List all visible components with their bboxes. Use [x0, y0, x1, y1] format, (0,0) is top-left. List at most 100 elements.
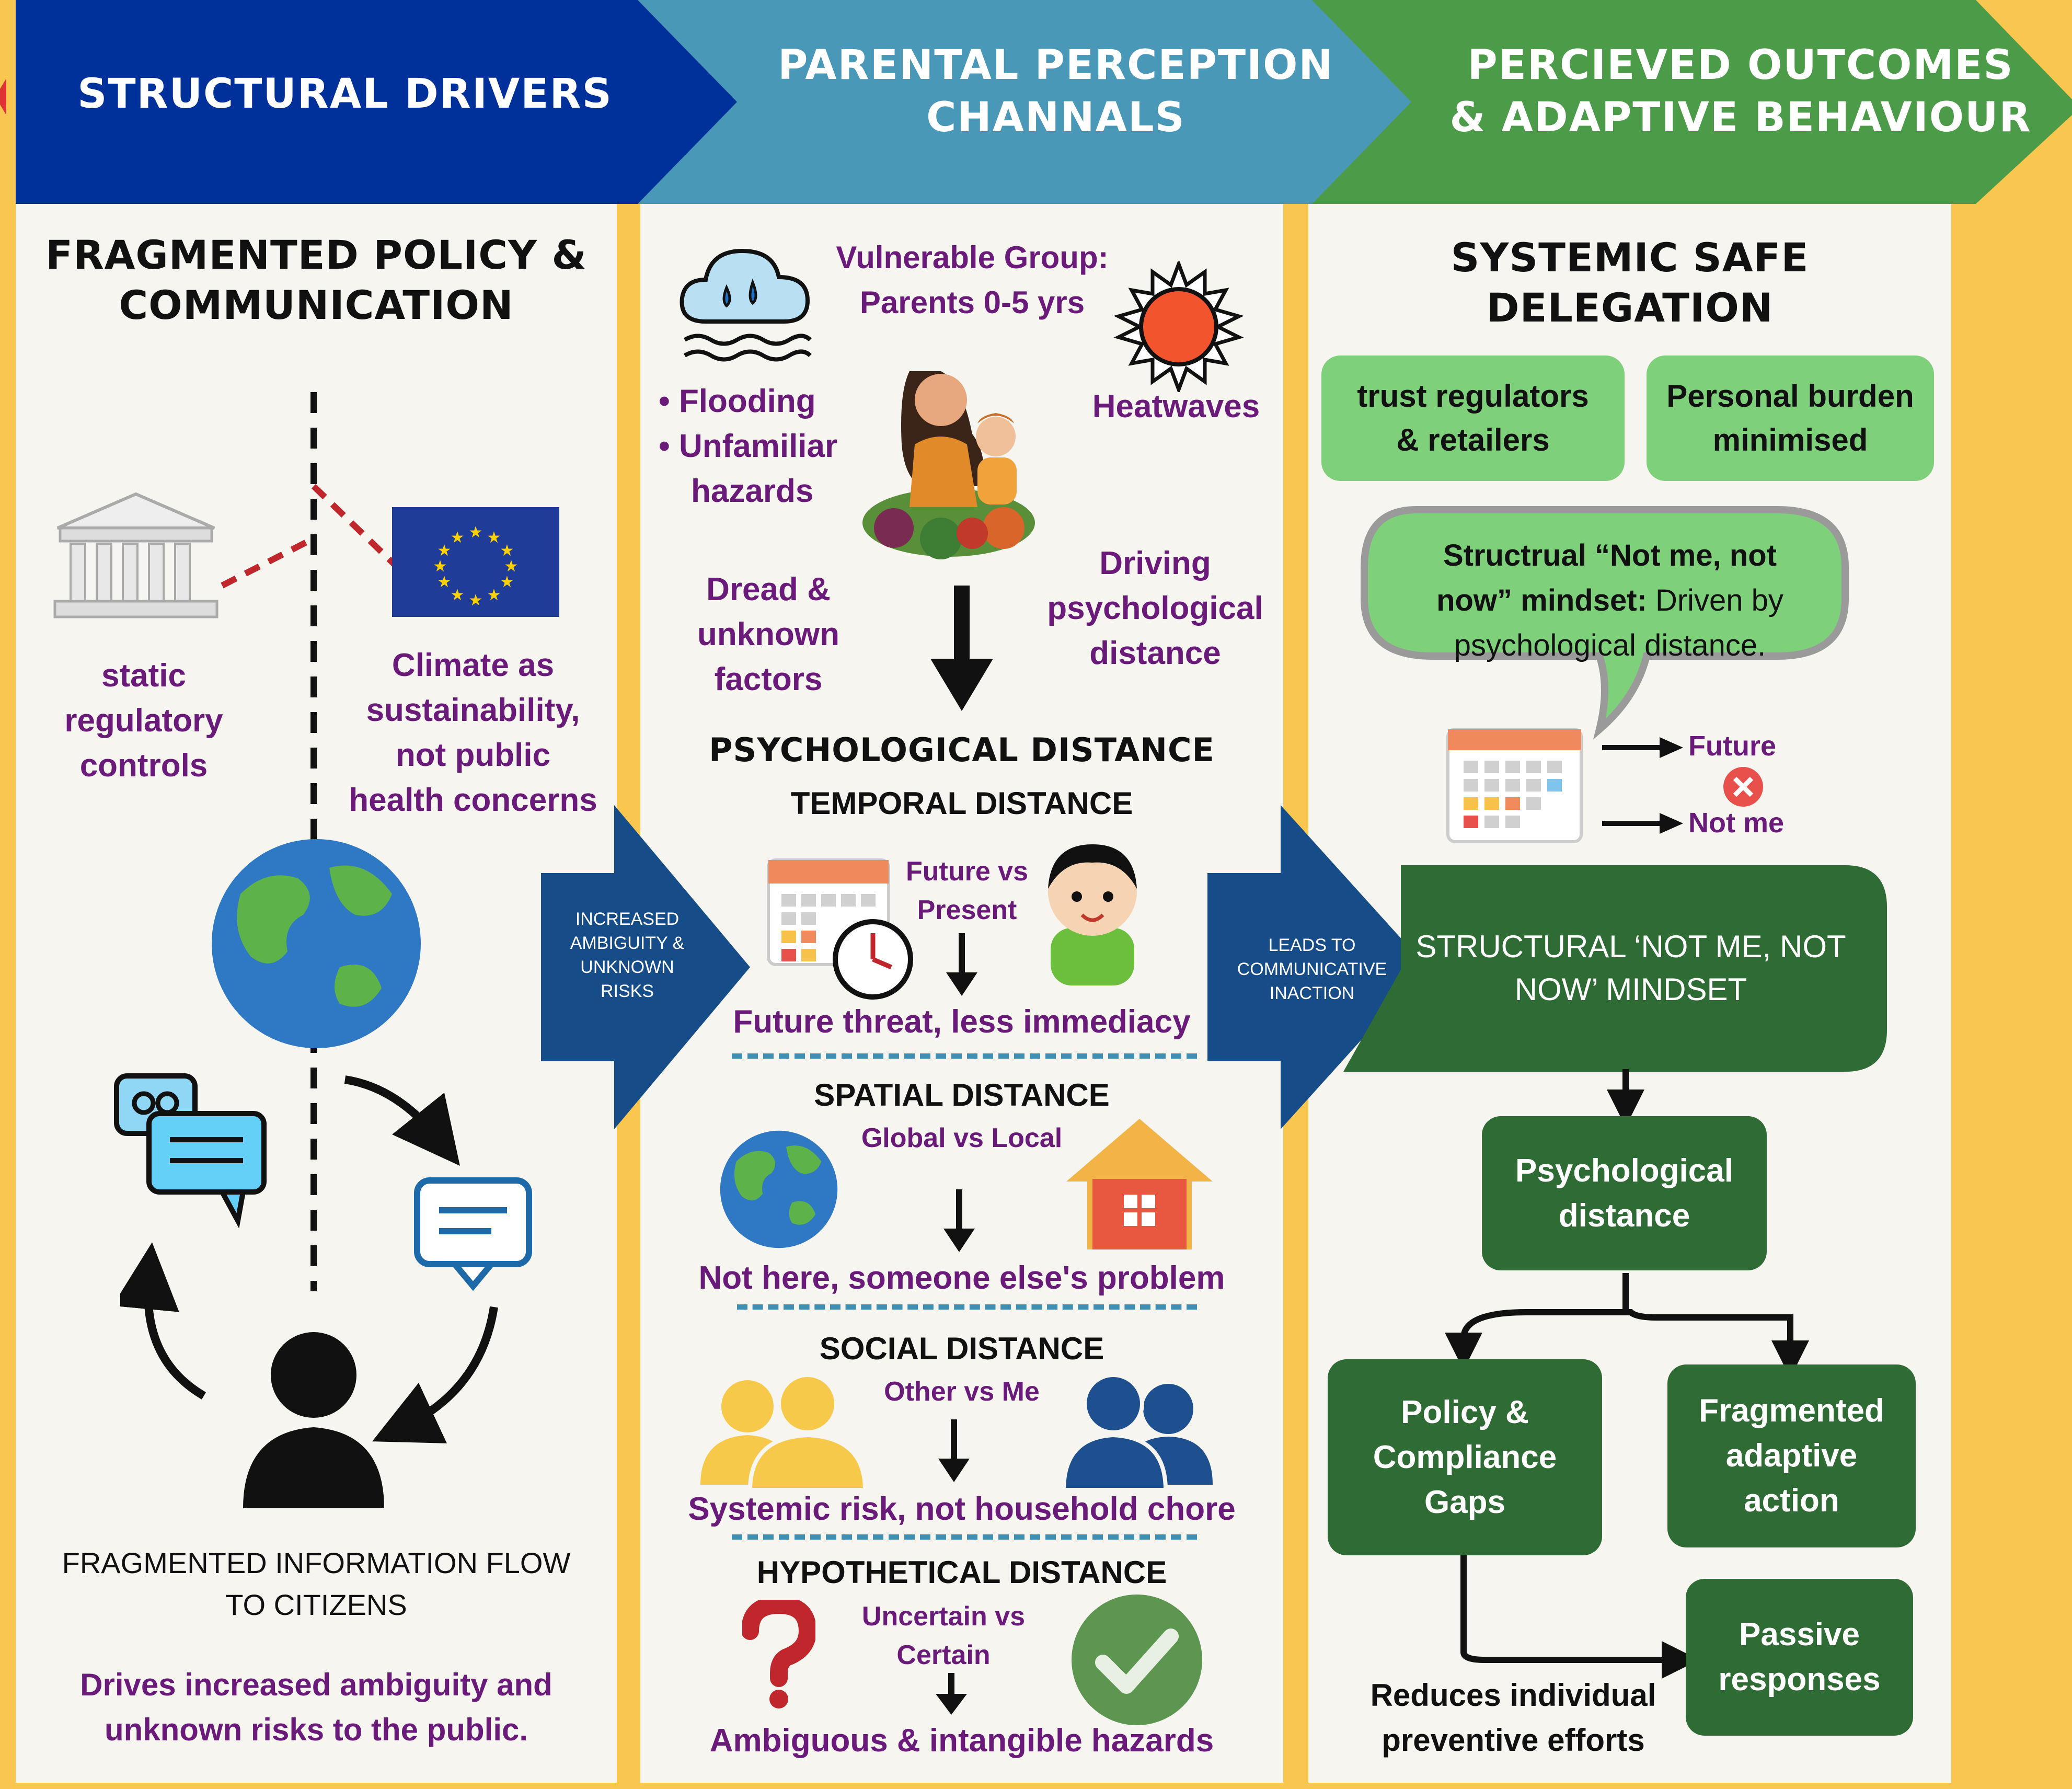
global-vs-local-label: Global vs Local: [861, 1123, 1063, 1153]
fragmented-information-flow-label: FRAGMENTED INFORMATION FLOW TO CITIZENS: [21, 1542, 612, 1626]
spatial-result: Not here, someone else's problem: [698, 1260, 1225, 1296]
psychological-distance-title: PSYCHOLOGICAL DISTANCE: [709, 731, 1215, 769]
svg-text:★: ★: [487, 586, 501, 604]
policy-line2: Compliance: [1373, 1439, 1557, 1475]
arrow2-line2: COMMUNICATIVE: [1237, 959, 1387, 979]
header-col2-line1: PARENTAL PERCEPTION: [778, 42, 1334, 89]
down-arrow-icon: [930, 586, 993, 711]
svg-text:★: ★: [451, 529, 465, 547]
dread-line3: factors: [714, 661, 823, 697]
bullet-unfamiliar: • Unfamiliar: [659, 428, 838, 464]
social-down-arrow-icon: [938, 1419, 970, 1482]
vulnerable-line1: Vulnerable Group:: [836, 240, 1109, 275]
col1-footer: Drives increased ambiguity and unknown r…: [21, 1662, 612, 1752]
bullet-hazards: hazards: [691, 473, 814, 509]
climate-line1: Climate as: [392, 647, 555, 683]
heatwaves-label: Heatwaves: [1092, 388, 1260, 425]
personal-burden-box: Personal burden minimised: [1647, 355, 1934, 481]
mindset-line1: STRUCTURAL ‘NOT ME, NOT: [1415, 929, 1846, 964]
svg-text:★: ★: [438, 573, 452, 591]
svg-text:★: ★: [433, 557, 447, 576]
x-circle-icon: [1723, 767, 1763, 807]
eu-flag-icon: ★★★ ★★★ ★★★ ★★★: [392, 507, 559, 617]
psych-box-line2: distance: [1558, 1197, 1690, 1234]
climate-line4: health concerns: [349, 782, 597, 818]
arrow1-line1: INCREASED: [575, 909, 680, 929]
col1-divider-lines: [221, 392, 397, 1291]
hypothetical-vs-line2: Certain: [896, 1640, 991, 1670]
trust-line2: & retailers: [1396, 422, 1550, 457]
static-line2: regulatory: [64, 703, 223, 739]
transition-arrow-2: [1207, 805, 1427, 1129]
footer-line1: Drives increased ambiguity and: [80, 1667, 552, 1702]
arrow1-line4: RISKS: [600, 981, 654, 1001]
static-line3: controls: [79, 748, 208, 784]
speech-bubble-shape: [1361, 506, 1849, 740]
dread-line1: Dread &: [706, 571, 831, 607]
svg-text:★: ★: [487, 529, 501, 547]
psych-box-line1: Psychological: [1515, 1152, 1733, 1189]
hazard-bullets: • Flooding • Unfamiliar hazards: [659, 379, 878, 514]
dread-label: Dread & unknown factors: [669, 567, 868, 702]
future-vs-present-label: Future vs Present: [889, 852, 1045, 930]
bubble-bold-text: Structrual “Not me, not now” mindset:: [1436, 538, 1777, 617]
bubble-rest-text: Driven by psychological distance.: [1454, 583, 1783, 662]
hypothetical-down-arrow-icon: [936, 1673, 967, 1715]
mindset-box-text: STRUCTURAL ‘NOT ME, NOT NOW’ MINDSET: [1411, 925, 1850, 1011]
other-vs-me-label: Other vs Me: [884, 1377, 1040, 1407]
vulnerable-line2: Parents 0-5 yrs: [859, 285, 1085, 320]
hypothetical-distance-title: HYPOTHETICAL DISTANCE: [756, 1555, 1167, 1590]
sun-icon: [1113, 261, 1244, 392]
trust-line1: trust regulators: [1357, 379, 1589, 414]
trust-regulators-box: trust regulators & retailers: [1321, 355, 1625, 481]
psychological-distance-box: Psychological distance: [1482, 1116, 1767, 1270]
bullet-flooding-text: Flooding: [678, 383, 816, 419]
policy-line3: Gaps: [1424, 1484, 1506, 1520]
driving-line2: psychological: [1047, 590, 1263, 626]
arrow2-line3: INACTION: [1269, 983, 1355, 1003]
calendar-clock-icon: [767, 858, 913, 1000]
driving-line1: Driving: [1099, 545, 1211, 581]
vulnerable-group-label: Vulnerable Group: Parents 0-5 yrs: [795, 235, 1150, 325]
temporal-result: Future threat, less immediacy: [733, 1004, 1191, 1040]
footer-line2: unknown risks to the public.: [104, 1712, 528, 1747]
passive-line1: Passive: [1739, 1616, 1860, 1653]
svg-text:★: ★: [438, 542, 452, 560]
divider-social: [732, 1534, 1197, 1540]
burden-line1: Personal burden: [1666, 379, 1914, 414]
social-distance-title: SOCIAL DISTANCE: [819, 1331, 1104, 1366]
temporal-vs-line2: Present: [917, 895, 1017, 925]
climate-line3: not public: [395, 737, 551, 773]
mindset-box-shape: [1343, 865, 1887, 1072]
arrow1-label: INCREASED AMBIGUITY & UNKNOWN RISKS: [544, 907, 711, 1003]
future-arrow-icon: [1602, 737, 1683, 758]
fragmented-line3: action: [1744, 1483, 1839, 1519]
header-parental-perception: PARENTAL PERCEPTION CHANNALS: [721, 39, 1390, 144]
child-face-icon: [1048, 844, 1137, 985]
svg-text:★: ★: [469, 591, 483, 610]
me-people-icon: [1061, 1375, 1213, 1490]
svg-text:★: ★: [500, 573, 514, 591]
climate-line2: sustainability,: [366, 692, 580, 728]
chat-bubbles-icon: [114, 1073, 267, 1229]
passive-line2: responses: [1718, 1661, 1881, 1698]
hypothetical-vs-line1: Uncertain vs: [861, 1601, 1026, 1632]
uncertain-vs-certain-label: Uncertain vs Certain: [847, 1597, 1040, 1675]
flow-line2: TO CITIZENS: [225, 1588, 407, 1621]
burden-line2: minimised: [1712, 422, 1868, 457]
svg-text:★: ★: [500, 542, 514, 560]
bullet-flooding: • Flooding: [659, 383, 816, 419]
svg-text:★: ★: [469, 523, 483, 542]
climate-sustainability-label: Climate as sustainability, not public he…: [329, 643, 617, 823]
social-result: Systemic risk, not household chore: [688, 1491, 1236, 1527]
reduces-line2: preventive efforts: [1382, 1723, 1645, 1758]
driving-line3: distance: [1089, 635, 1221, 671]
svg-text:★: ★: [451, 586, 465, 604]
bubble-text: Structrual “Not me, not now” mindset: Dr…: [1406, 533, 1814, 668]
transition-arrow-1: [541, 805, 750, 1129]
arrow1-line2: AMBIGUITY &: [570, 933, 685, 953]
future-label: Future: [1688, 730, 1776, 762]
svg-text:★: ★: [504, 557, 519, 576]
header-col1-shape: [16, 0, 737, 204]
spatial-globe-icon: [720, 1130, 838, 1248]
